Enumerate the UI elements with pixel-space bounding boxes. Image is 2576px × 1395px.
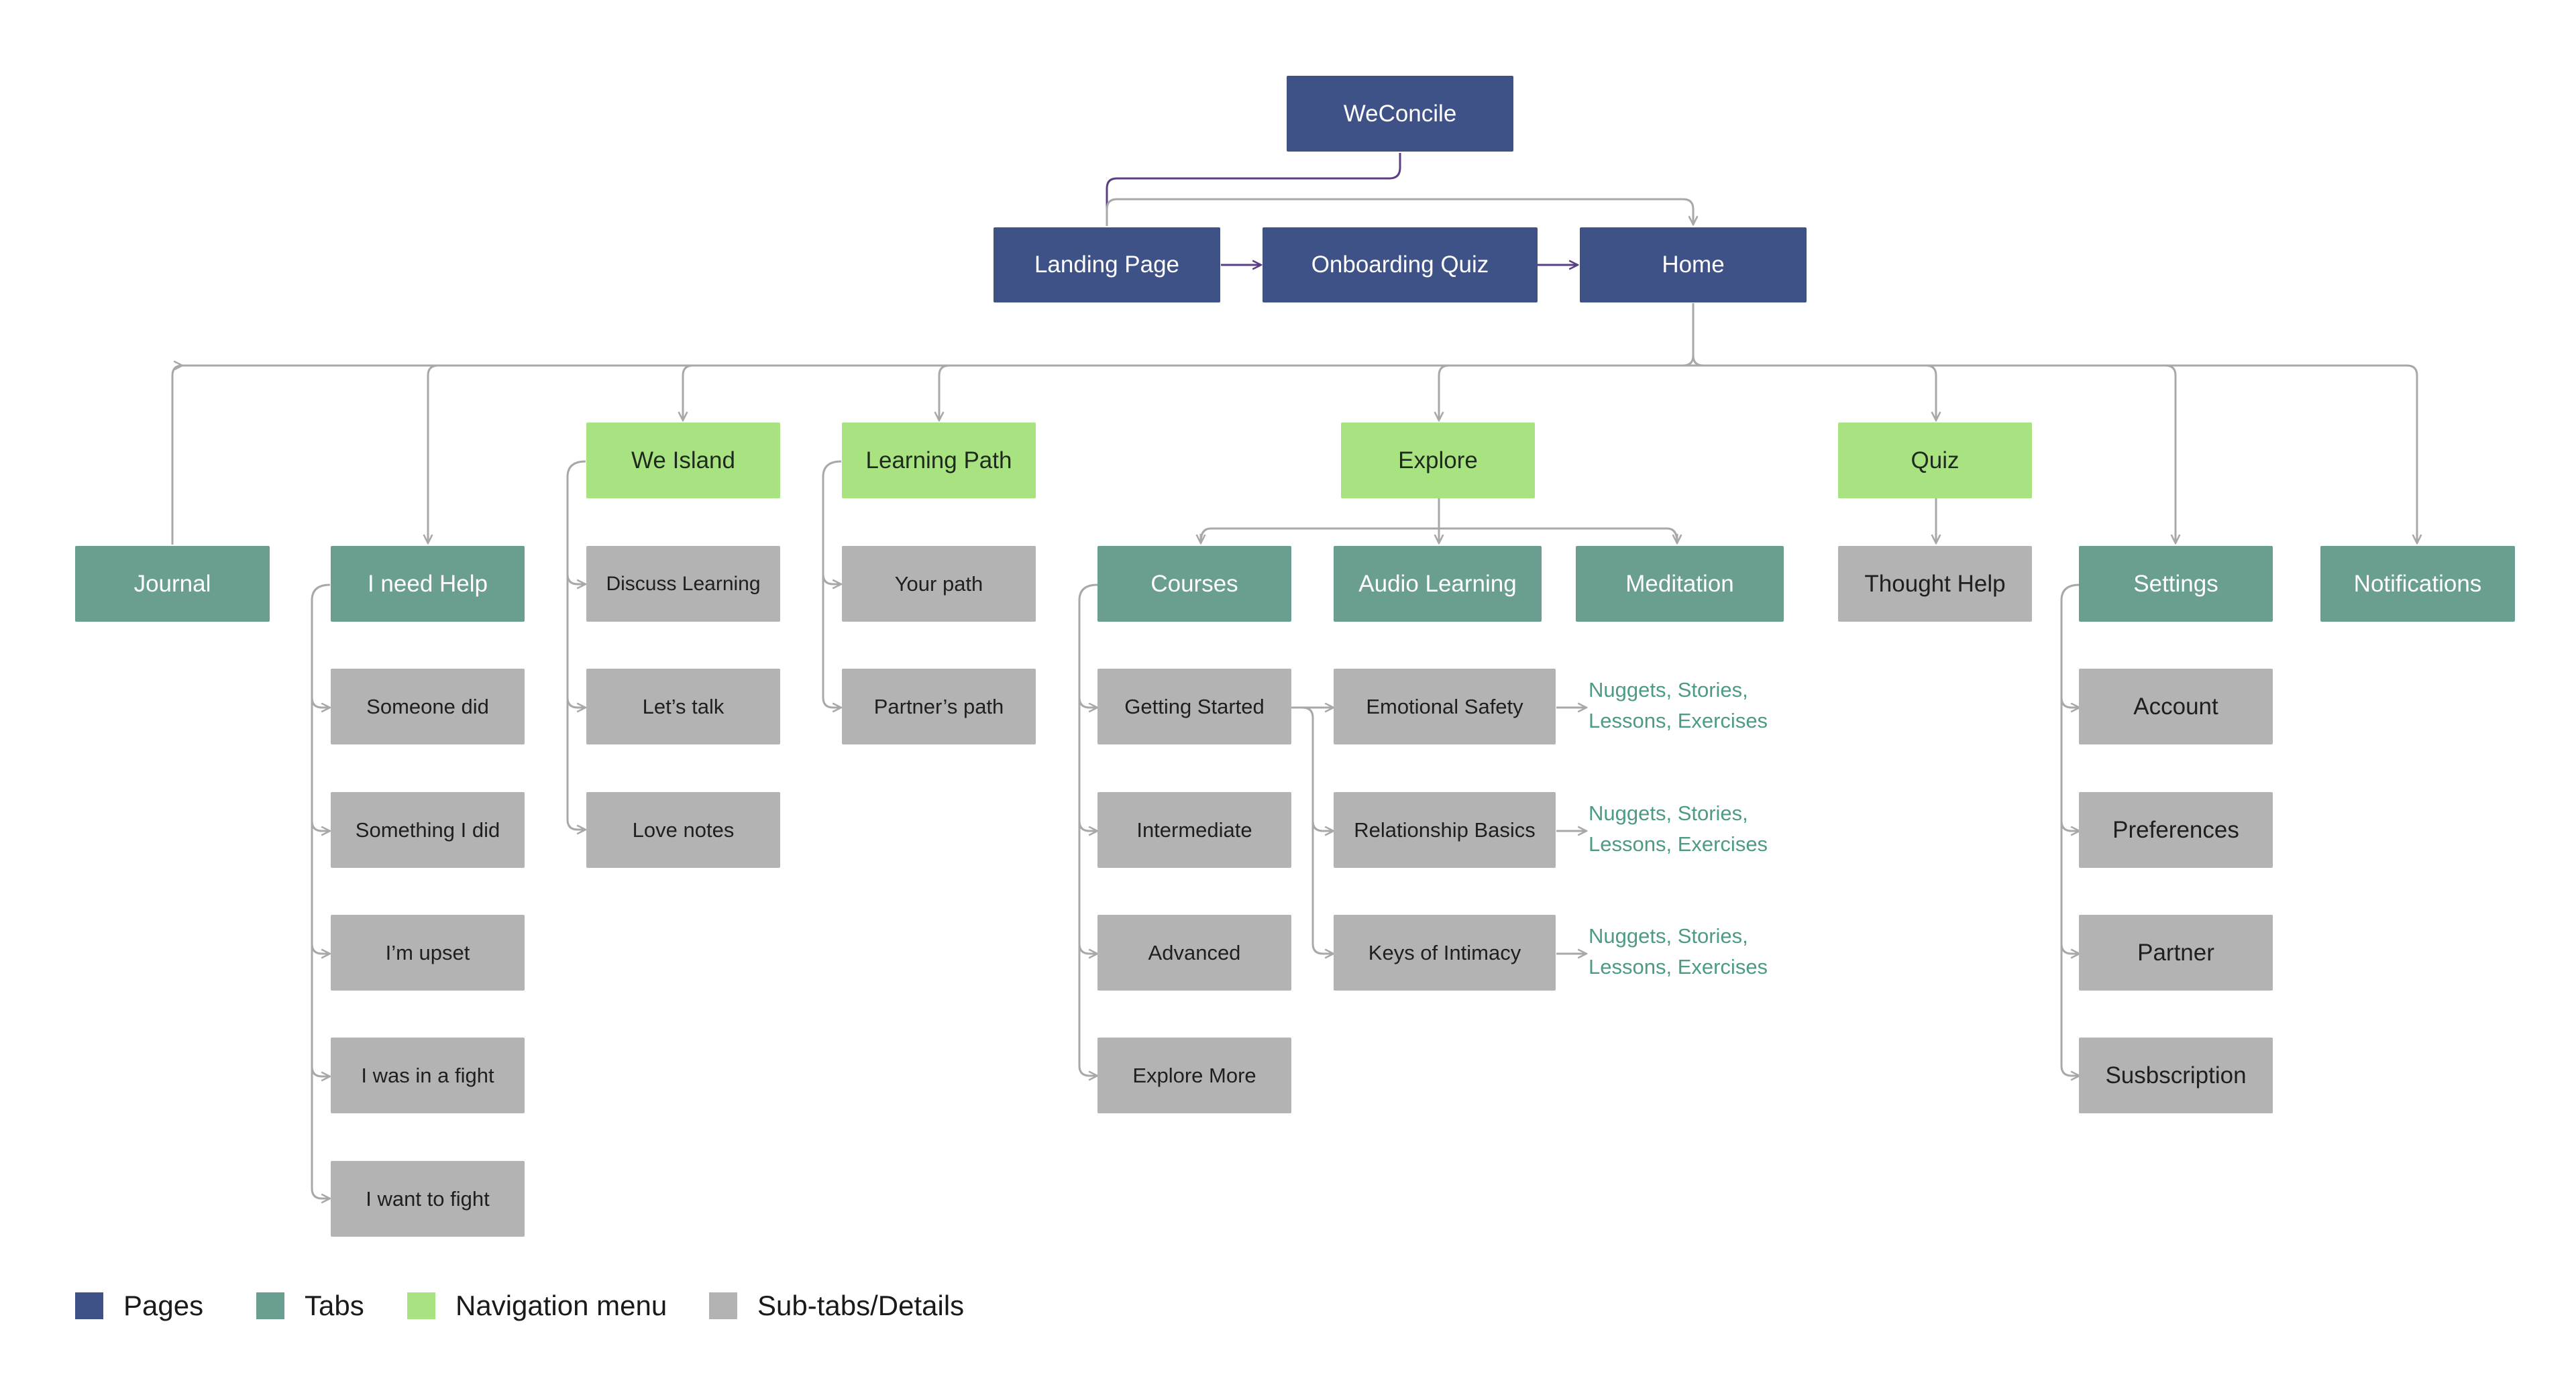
legend-swatch-tabs — [256, 1292, 284, 1319]
node-explore: Explore — [1341, 423, 1535, 498]
node-emotional-safety: Emotional Safety — [1334, 669, 1556, 744]
legend-item-navigation-menu: Navigation menu — [407, 1290, 667, 1321]
node-love-notes: Love notes — [586, 792, 780, 868]
annotation-line: Nuggets, Stories, — [1589, 678, 1748, 702]
legend-item-tabs: Tabs — [256, 1290, 364, 1321]
annotation-relationship-basics: Nuggets, Stories, Lessons, Exercises — [1589, 798, 1768, 860]
node-partner: Partner — [2079, 915, 2273, 991]
legend-label-navigation-menu: Navigation menu — [455, 1290, 667, 1321]
annotation-line: Nuggets, Stories, — [1589, 924, 1748, 948]
node-i-want-to-fight: I want to fight — [331, 1161, 525, 1237]
legend-swatch-sub-tabs — [709, 1292, 737, 1319]
annotation-line: Lessons, Exercises — [1589, 832, 1768, 856]
legend-label-tabs: Tabs — [305, 1290, 364, 1321]
annotation-line: Lessons, Exercises — [1589, 955, 1768, 979]
node-relationship-basics: Relationship Basics — [1334, 792, 1556, 868]
node-i-need-help: I need Help — [331, 546, 525, 622]
node-account: Account — [2079, 669, 2273, 744]
node-journal: Journal — [75, 546, 270, 622]
node-someone-did: Someone did — [331, 669, 525, 744]
node-lets-talk: Let’s talk — [586, 669, 780, 744]
node-your-path: Your path — [842, 546, 1036, 622]
node-learning-path: Learning Path — [842, 423, 1036, 498]
annotation-line: Lessons, Exercises — [1589, 709, 1768, 732]
node-advanced: Advanced — [1097, 915, 1291, 991]
legend-item-pages: Pages — [75, 1290, 204, 1321]
node-quiz: Quiz — [1838, 423, 2032, 498]
node-something-i-did: Something I did — [331, 792, 525, 868]
node-meditation: Meditation — [1576, 546, 1784, 622]
node-onboarding-quiz: Onboarding Quiz — [1263, 227, 1538, 302]
annotation-line: Nuggets, Stories, — [1589, 801, 1748, 825]
node-subscription: Susbscription — [2079, 1038, 2273, 1113]
annotation-emotional-safety: Nuggets, Stories, Lessons, Exercises — [1589, 675, 1768, 736]
legend-label-sub-tabs: Sub-tabs/Details — [757, 1290, 965, 1321]
node-discuss-learning: Discuss Learning — [586, 546, 780, 622]
node-preferences: Preferences — [2079, 792, 2273, 868]
node-audio-learning: Audio Learning — [1334, 546, 1542, 622]
node-landing-page: Landing Page — [994, 227, 1220, 302]
legend-label-pages: Pages — [123, 1290, 204, 1321]
node-explore-more: Explore More — [1097, 1038, 1291, 1113]
legend-swatch-navigation-menu — [407, 1292, 435, 1319]
node-notifications: Notifications — [2320, 546, 2515, 622]
legend-item-sub-tabs: Sub-tabs/Details — [709, 1290, 965, 1321]
legend-swatch-pages — [75, 1292, 103, 1319]
node-partners-path: Partner’s path — [842, 669, 1036, 744]
node-im-upset: I’m upset — [331, 915, 525, 991]
node-getting-started: Getting Started — [1097, 669, 1291, 744]
node-courses: Courses — [1097, 546, 1291, 622]
node-thought-help: Thought Help — [1838, 546, 2032, 622]
annotation-keys-of-intimacy: Nuggets, Stories, Lessons, Exercises — [1589, 921, 1768, 983]
node-settings: Settings — [2079, 546, 2273, 622]
node-intermediate: Intermediate — [1097, 792, 1291, 868]
node-weconcile: WeConcile — [1287, 76, 1513, 152]
node-we-island: We Island — [586, 423, 780, 498]
node-home: Home — [1580, 227, 1807, 302]
node-i-was-in-a-fight: I was in a fight — [331, 1038, 525, 1113]
node-keys-of-intimacy: Keys of Intimacy — [1334, 915, 1556, 991]
